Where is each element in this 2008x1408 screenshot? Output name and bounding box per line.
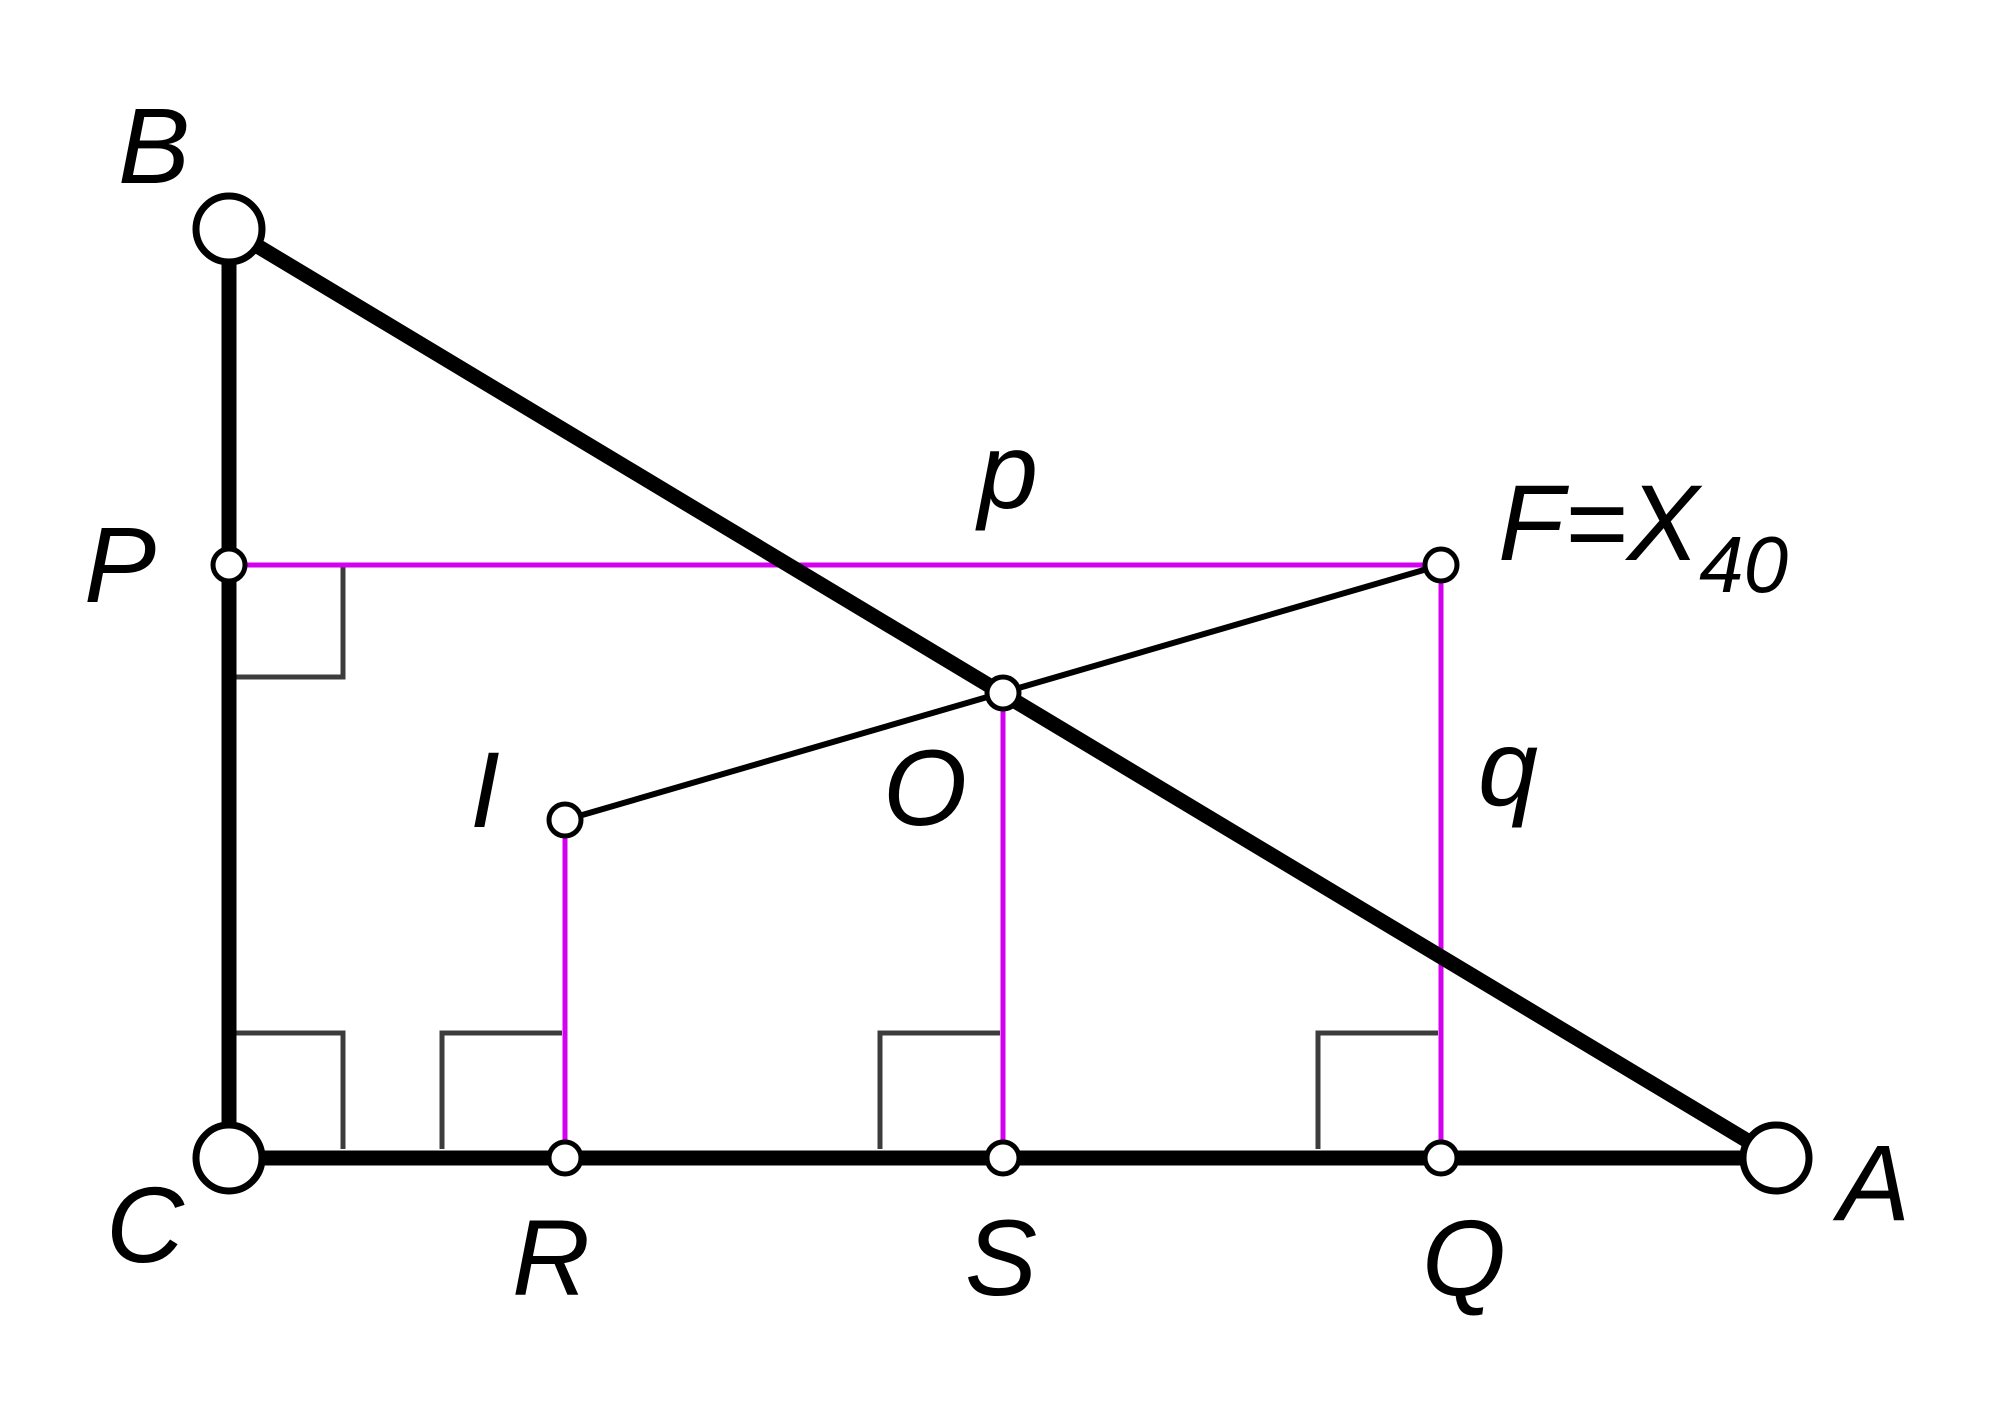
right-angle-mark-q [1315,1030,1438,1149]
label-c: C [106,1164,185,1285]
point-i [546,801,584,839]
vertices [192,192,1813,1195]
label-a: A [1832,1122,1910,1243]
label-f-subscript: 40 [1699,520,1788,609]
labels: B P C R S Q A I O p q F=X40 [84,85,1910,1318]
vertex-a [1739,1121,1813,1195]
label-i: I [470,729,500,850]
right-angle-mark-p [229,562,346,680]
point-p [210,546,248,584]
vertex-c [192,1121,266,1195]
vertex-b [192,192,266,266]
label-r: R [512,1197,590,1318]
right-angle-markers [229,562,1438,1149]
right-angle-mark-c [229,1030,346,1149]
label-p-line: p [975,410,1038,531]
right-angle-mark-s [877,1030,1000,1149]
point-f [1422,546,1460,584]
label-q-line: q [1478,707,1538,828]
label-f-x40: F=X40 [1498,462,1788,609]
perpendicular-lines [229,562,1444,1158]
label-o: O [883,727,967,848]
right-angle-mark-r [439,1030,562,1149]
label-f-main: F=X [1498,462,1703,583]
label-b: B [118,85,190,206]
point-r [546,1139,584,1177]
label-p: P [84,504,156,625]
point-o [984,674,1022,712]
point-q [1422,1139,1460,1177]
label-q-point: Q [1422,1197,1506,1318]
label-s: S [965,1197,1037,1318]
point-s [984,1139,1022,1177]
